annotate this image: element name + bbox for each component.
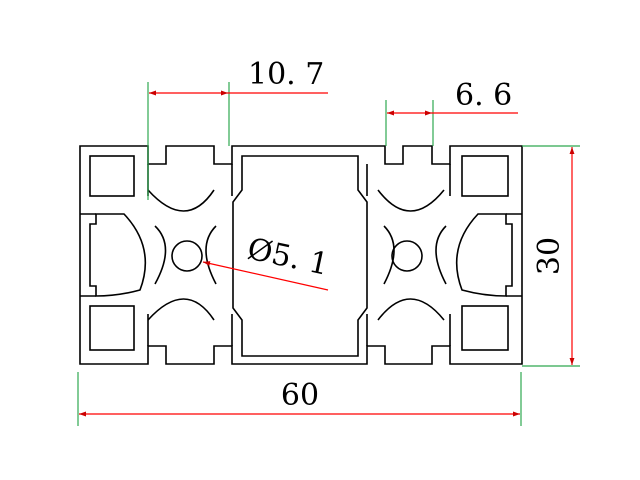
right-inner-wall [383, 225, 447, 285]
label-diameter: Ø5. 1 [244, 232, 331, 283]
dim-diameter-leader [202, 261, 329, 291]
outer-contour [79, 145, 523, 365]
label-60: 60 [281, 378, 319, 413]
corner-cavity-bottom-right [461, 305, 509, 351]
label-10-7: 10. 7 [248, 57, 324, 92]
dimension-lines [79, 90, 575, 417]
right-slot-arcs [377, 189, 445, 321]
corner-cavity-bottom-left [89, 305, 135, 351]
profile-outline [79, 145, 523, 365]
left-center-hole [171, 240, 203, 272]
center-cavity [232, 155, 368, 357]
corner-cavity-top-right [461, 155, 509, 197]
label-30: 30 [532, 237, 567, 275]
label-6-6: 6. 6 [455, 78, 512, 113]
dimension-labels: 10. 7 6. 6 Ø5. 1 30 60 [244, 57, 567, 413]
left-node-cavity [89, 213, 147, 297]
corner-cavity-top-left [89, 155, 135, 197]
right-node-cavity [455, 213, 513, 297]
left-inner-wall [154, 225, 217, 285]
left-slot-arcs [147, 189, 215, 321]
right-center-hole [391, 240, 423, 272]
